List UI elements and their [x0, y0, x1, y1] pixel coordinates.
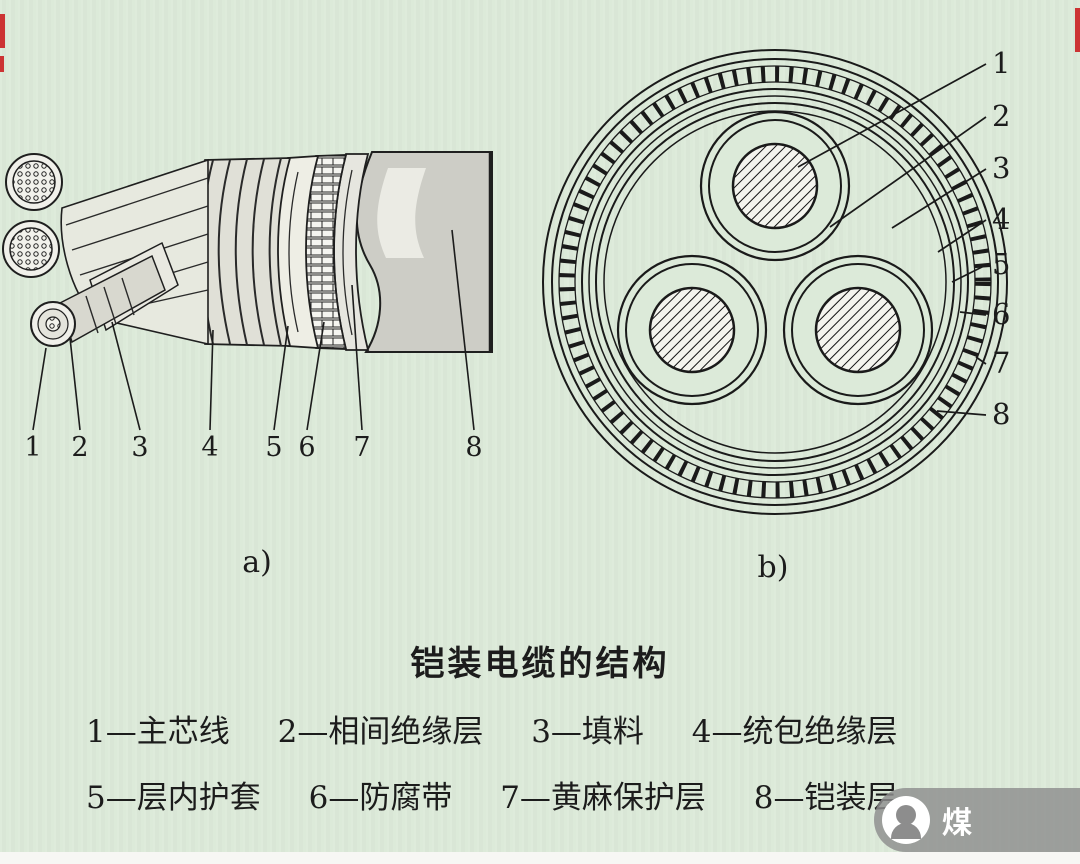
legend-item-6: 6—防腐带 [308, 780, 453, 816]
watermark-mascot-icon [882, 796, 930, 844]
subfigure-label-a: a) [242, 545, 272, 580]
legend-item-5: 5—层内护套 [86, 780, 261, 816]
core-middle [2, 220, 60, 278]
legend-item-1: 1—主芯线 [86, 714, 230, 750]
diagram-b-leader-lines [797, 63, 987, 416]
diagram-a-number-1: 1 [24, 432, 41, 463]
diagram-b-number-4: 4 [992, 202, 1010, 236]
core-bottom-right [782, 254, 934, 406]
diagram-b-number-1: 1 [992, 46, 1010, 80]
diagram-a-number-8: 8 [465, 432, 482, 463]
wrapped-insulation-4 [192, 157, 292, 347]
diagram-b-number-7: 7 [992, 346, 1010, 380]
sheath-highlight [377, 168, 426, 258]
legend-item-7: 7—黄麻保护层 [500, 780, 706, 816]
red-scan-mark [0, 14, 5, 48]
red-scan-mark [0, 56, 4, 72]
cable-cross-section-diagram: 1 2 3 4 5 6 7 8 [542, 46, 1010, 515]
diagram-a-number-6: 6 [298, 432, 315, 463]
legend-item-2: 2—相间绝缘层 [277, 714, 484, 750]
diagram-b-number-6: 6 [992, 297, 1010, 331]
core-lower [30, 241, 179, 347]
watermark-text: 煤 [942, 806, 972, 841]
watermark-badge: 煤 [874, 788, 1080, 852]
legend-row-1: 1—主芯线 2—相间绝缘层 3—填料 4—统包绝缘层 [86, 706, 936, 751]
figure-title: 铠装电缆的结构 [410, 644, 670, 684]
inner-sheath-band-5 [275, 155, 320, 349]
scan-edge-strip [0, 852, 1080, 864]
subfigure-label-b: b) [757, 550, 789, 585]
sheath-layer-8 [355, 151, 493, 353]
armor-segmented-ring [559, 66, 991, 498]
legend-item-8: 8—铠装层 [753, 780, 898, 816]
diagram-a-number-7: 7 [353, 432, 370, 463]
legend-row-2: 5—层内护套 6—防腐带 7—黄麻保护层 8—铠装层 [86, 772, 936, 817]
core-bottom-left [616, 254, 768, 406]
diagram-a-number-5: 5 [265, 432, 282, 463]
core-top [699, 110, 851, 262]
diagram-a-number-4: 4 [201, 432, 218, 463]
diagram-a-number-2: 2 [71, 432, 88, 463]
diagram-a-numbers: 1 2 3 4 5 6 7 8 [24, 432, 482, 463]
legend-item-4: 4—统包绝缘层 [691, 714, 898, 750]
diagram-b-number-8: 8 [992, 397, 1010, 431]
legend-item-3: 3—填料 [531, 714, 644, 750]
red-scan-mark [1075, 8, 1080, 52]
core-top [5, 153, 63, 211]
cross-section-cores [616, 110, 934, 406]
diagram-b-numbers: 1 2 3 4 5 6 7 8 [992, 46, 1010, 431]
cable-cutaway-diagram: 1 2 3 4 5 6 7 8 [2, 151, 493, 463]
diagram-b-number-3: 3 [992, 151, 1010, 185]
diagram-b-number-5: 5 [992, 247, 1010, 281]
diagram-b-number-2: 2 [992, 99, 1010, 133]
diagram-a-number-3: 3 [131, 432, 148, 463]
diagram-a-leader-lines [32, 229, 475, 431]
